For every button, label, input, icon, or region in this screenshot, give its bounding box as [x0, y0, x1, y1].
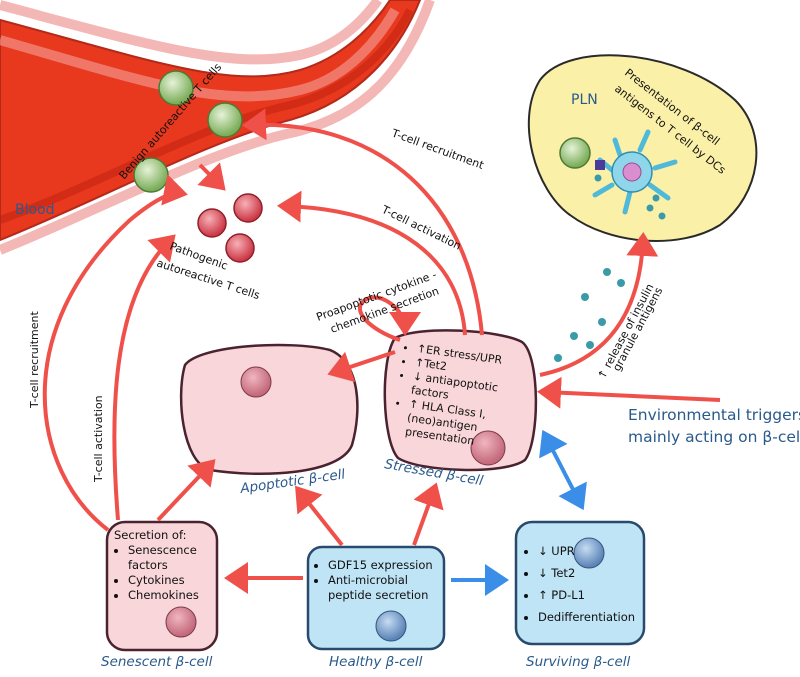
surviving-cell-list: ↓ UPR ↓ Tet2 ↑ PD-L1 Dedifferentiation [524, 540, 642, 628]
arrow-stressed-to-pln [539, 232, 659, 377]
arrow-env-triggers [537, 376, 721, 409]
arrow-senescent-activation [112, 234, 176, 521]
surviving-caption: Surviving β-cell [526, 654, 631, 670]
arrow-senescent-to-apoptotic [156, 459, 216, 522]
pln-label: PLN [571, 92, 598, 108]
senescent-item: Senescence factors [128, 543, 212, 573]
senescent-cell-text: Secretion of: Senescence factors Cytokin… [114, 528, 212, 603]
arrow-healthy-to-stressed [412, 482, 444, 546]
benign-t-cells [133, 70, 243, 193]
stressed-cell-list: ↑ER stress/UPR ↑Tet2 ↓ antiapoptotic fac… [390, 340, 520, 453]
senescent-beta-cell [105, 520, 219, 652]
healthy-item: Anti-microbial peptide secretion [328, 573, 442, 603]
surviving-item: ↓ UPR [538, 540, 642, 562]
surviving-beta-cell [514, 520, 646, 646]
arrow-senescent-recruitment [42, 174, 188, 532]
pathogenic-t-cells [197, 193, 263, 263]
dendritic-cell [592, 129, 678, 215]
tcell-activation-left: T-cell activation [92, 395, 105, 483]
senescent-item: Chemokines [128, 588, 212, 603]
tcell-recruitment-top: T-cell recruitment [389, 126, 486, 172]
healthy-beta-cell [306, 545, 446, 651]
surviving-item: ↓ Tet2 [538, 562, 642, 584]
arrow-self-loop [357, 295, 421, 342]
senescent-title: Secretion of: [114, 528, 187, 542]
arrow-healthy-to-apoptotic [295, 485, 344, 547]
env-triggers-1: Environmental triggers [628, 406, 800, 424]
apoptotic-beta-cell [179, 343, 359, 476]
red-arrows [42, 108, 721, 594]
senescent-caption: Senescent β-cell [101, 654, 213, 670]
healthy-cell-list: GDF15 expression Anti-microbial peptide … [314, 558, 442, 603]
healthy-caption: Healthy β-cell [329, 654, 423, 670]
env-triggers-2: mainly acting on β-cells [628, 428, 800, 446]
blue-arrows [451, 429, 587, 596]
arrow-stressed-surviving [539, 429, 587, 511]
healthy-item: GDF15 expression [328, 558, 442, 573]
insulin-granule-dots [554, 268, 625, 362]
tcell-recruitment-left: T-cell recruitment [28, 310, 41, 409]
surviving-item: ↑ PD-L1 [538, 584, 642, 606]
arrow-stressed-activation [277, 190, 467, 336]
blood-label: Blood [15, 202, 55, 218]
arrow-blood-to-pathogenic [197, 162, 226, 191]
stressed-beta-cell [383, 329, 538, 472]
surviving-item: Dedifferentiation [538, 606, 642, 628]
arrow-stressed-to-apoptotic [327, 350, 396, 383]
pln-lymph-node [527, 54, 758, 242]
senescent-item: Cytokines [128, 573, 212, 588]
arrow-stressed-recruitment [242, 108, 484, 336]
